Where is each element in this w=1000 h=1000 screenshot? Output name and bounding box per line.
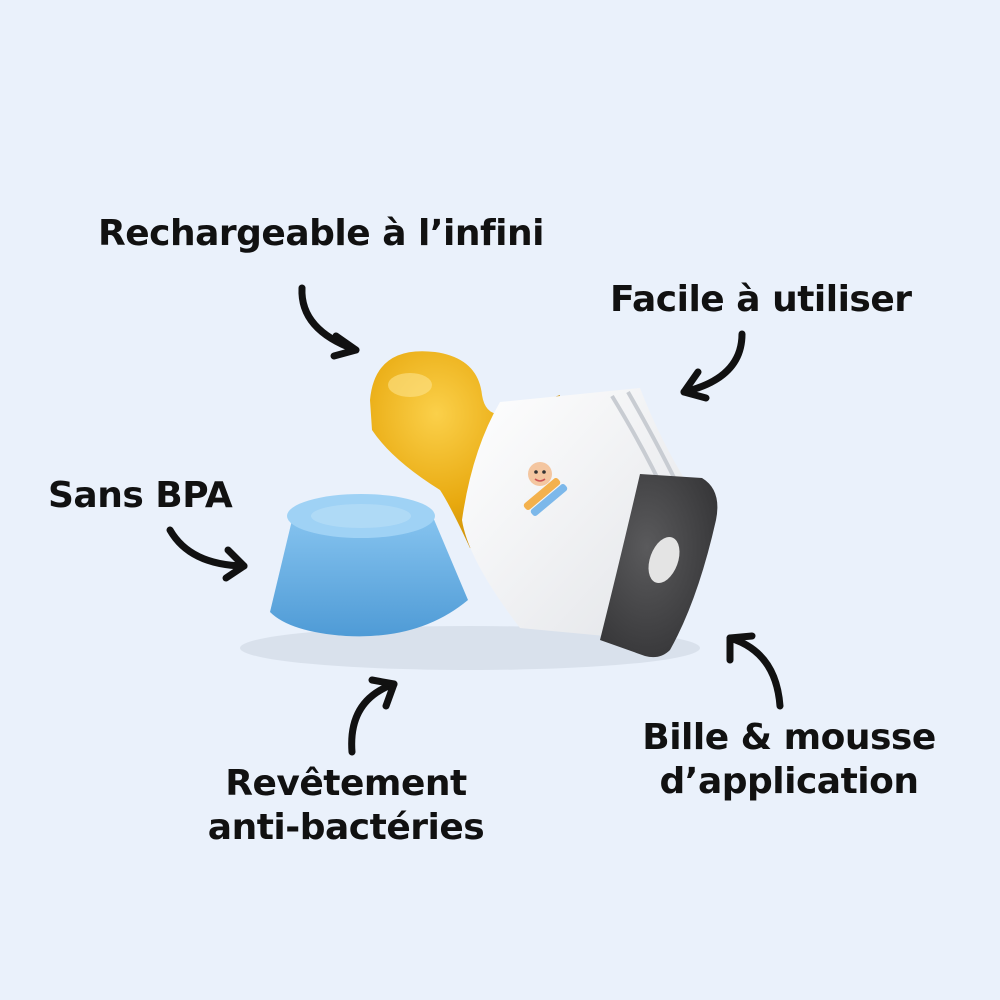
label-revetement-line2: anti-bactéries [207,807,485,848]
label-revetement-line1: Revêtement [225,763,467,804]
label-rechargeable: Rechargeable à l’infini [98,213,544,254]
label-facile: Facile à utiliser [610,279,912,320]
blue-cap [270,494,468,637]
label-revetement: Revêtement anti-bactéries [196,762,496,850]
curved-arrow-icon [166,526,248,582]
product-shadow [240,626,700,670]
label-bille-line1: Bille & mousse [642,717,936,758]
curved-arrow-icon [348,676,398,756]
label-bille-line2: d’application [659,761,920,802]
label-bille: Bille & mousse d’application [636,716,942,804]
curved-arrow-icon [726,632,784,710]
label-sans-bpa: Sans BPA [48,475,233,516]
curved-arrow-icon [680,330,746,402]
brand-logo [523,462,568,516]
curved-arrow-icon [298,284,360,360]
foam-applicator [600,474,718,658]
